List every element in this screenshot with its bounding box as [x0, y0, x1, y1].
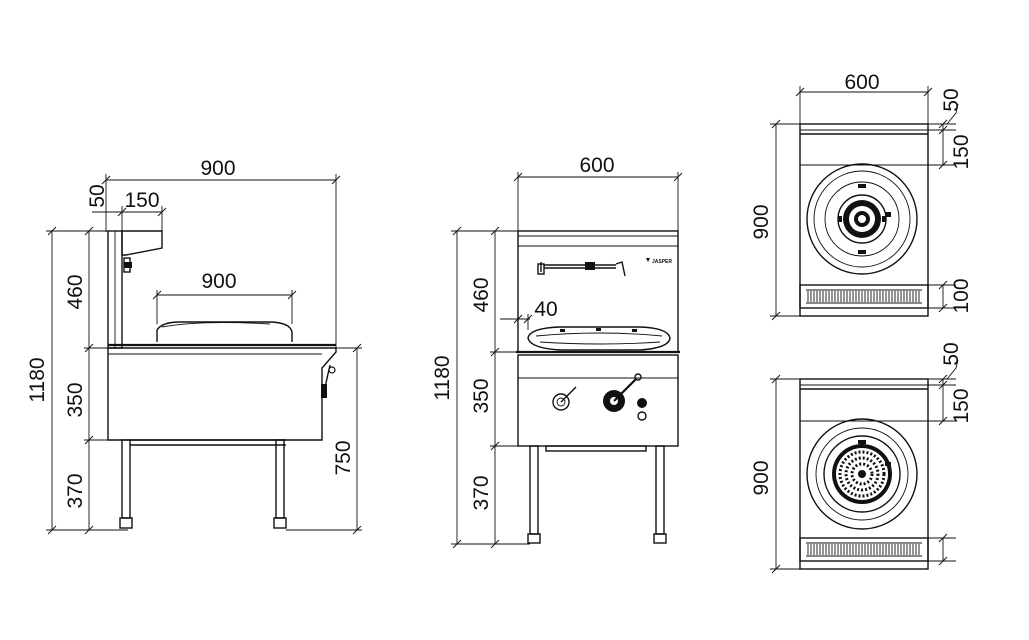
front-unit-body: JASPER — [516, 230, 680, 544]
side-work-height-dims: 750 — [286, 343, 362, 535]
top1-unit — [799, 123, 929, 317]
top1-front-trough-label: 100 — [950, 278, 973, 313]
water-tap — [537, 261, 626, 277]
top1-rear-shelf-label: 150 — [950, 134, 973, 169]
side-overall-width-label: 900 — [200, 157, 235, 180]
front-view: 1180 460 350 370 600 40 — [431, 154, 683, 549]
side-work-height-label: 750 — [332, 440, 355, 475]
top2-unit — [799, 378, 929, 570]
top2-lip-label: 50 — [940, 342, 963, 365]
burner-knob-main — [603, 373, 647, 421]
side-unit-body — [107, 230, 337, 529]
side-splash-height-label: 460 — [64, 274, 87, 309]
top-view-1: 600 900 50 150 100 — [750, 71, 973, 321]
top2-dims: 900 50 150 — [750, 342, 973, 574]
front-total-height-label: 1180 — [431, 355, 454, 400]
top2-depth-label: 900 — [750, 460, 773, 495]
burner-knob-left — [552, 386, 577, 411]
top1-dims: 600 900 50 150 100 — [750, 71, 973, 321]
top-view-2: 900 50 150 — [750, 342, 973, 574]
side-wok-diameter-label: 900 — [201, 270, 236, 293]
side-backsplash-offset-label: 50 — [86, 184, 109, 207]
front-body-height-label: 350 — [470, 378, 493, 413]
side-body-height-label: 350 — [64, 382, 87, 417]
side-shelf-depth-label: 150 — [124, 189, 159, 212]
front-leg-height-label: 370 — [470, 475, 493, 510]
top2-rear-shelf-label: 150 — [950, 388, 973, 423]
side-view: 1180 460 350 370 900 150 50 900 — [26, 157, 362, 535]
front-height-dims: 1180 460 350 370 — [431, 226, 530, 549]
brand-logo: JASPER — [646, 258, 672, 265]
top1-lip-label: 50 — [940, 88, 963, 111]
front-overall-width-label: 600 — [579, 154, 614, 177]
front-splash-height-label: 460 — [470, 277, 493, 312]
front-tap-offset-label: 40 — [534, 298, 557, 321]
front-width-dims: 600 40 — [500, 154, 683, 330]
side-height-dims: 1180 460 350 370 — [26, 226, 128, 535]
side-total-height-label: 1180 — [26, 357, 49, 402]
top1-depth-label: 900 — [750, 204, 773, 239]
svg-text:JASPER: JASPER — [652, 259, 672, 265]
side-leg-height-label: 370 — [64, 473, 87, 508]
side-width-dims: 900 150 50 900 — [86, 157, 341, 350]
top1-width-label: 600 — [844, 71, 879, 94]
